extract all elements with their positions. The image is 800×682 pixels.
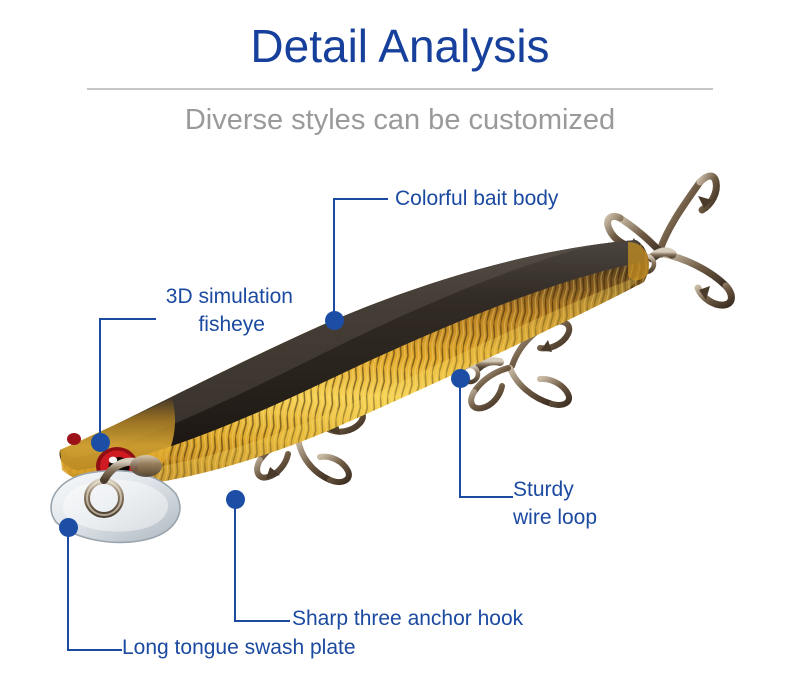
leader-line-vertical	[67, 527, 69, 650]
leader-line-vertical	[459, 378, 461, 497]
callout-label-colorful-bait-body: Colorful bait body	[395, 187, 559, 210]
callout-label-sturdy-wire-loop-line2: wire loop	[513, 506, 598, 529]
callout-label-3d-simulation-fisheye-line1: 3D simulation	[165, 285, 293, 308]
callout-dot[interactable]	[451, 369, 470, 388]
leader-line-horizontal	[333, 198, 388, 200]
callout-dot[interactable]	[325, 311, 344, 330]
leader-line-horizontal	[234, 620, 290, 622]
callout-dot[interactable]	[91, 433, 110, 452]
callout-dot[interactable]	[59, 518, 78, 537]
header-divider	[87, 88, 713, 90]
leader-line-vertical	[333, 199, 335, 320]
callout-dot[interactable]	[226, 490, 245, 509]
page-title: Detail Analysis	[250, 20, 550, 72]
page-subtitle: Diverse styles can be customized	[184, 104, 616, 136]
front-treble-hook	[247, 402, 366, 485]
nose-mark	[67, 433, 81, 445]
leader-line-vertical	[234, 499, 236, 621]
fisheye-3d	[96, 447, 138, 485]
lure-body	[59, 240, 650, 487]
leader-line-horizontal	[67, 649, 122, 651]
leader-line-horizontal	[99, 318, 156, 320]
leader-line-horizontal	[459, 496, 513, 498]
callout-label-long-tongue-swash-plate: Long tongue swash plate	[122, 636, 356, 659]
tail-treble-hook	[604, 172, 735, 309]
middle-treble-hook	[459, 318, 573, 412]
leader-line-vertical	[99, 318, 101, 438]
callout-label-sturdy-wire-loop-line1: Sturdy	[513, 478, 574, 501]
callout-label-3d-simulation-fisheye-line2: fisheye	[198, 313, 265, 336]
callout-label-sharp-three-anchor-hook: Sharp three anchor hook	[292, 607, 524, 630]
